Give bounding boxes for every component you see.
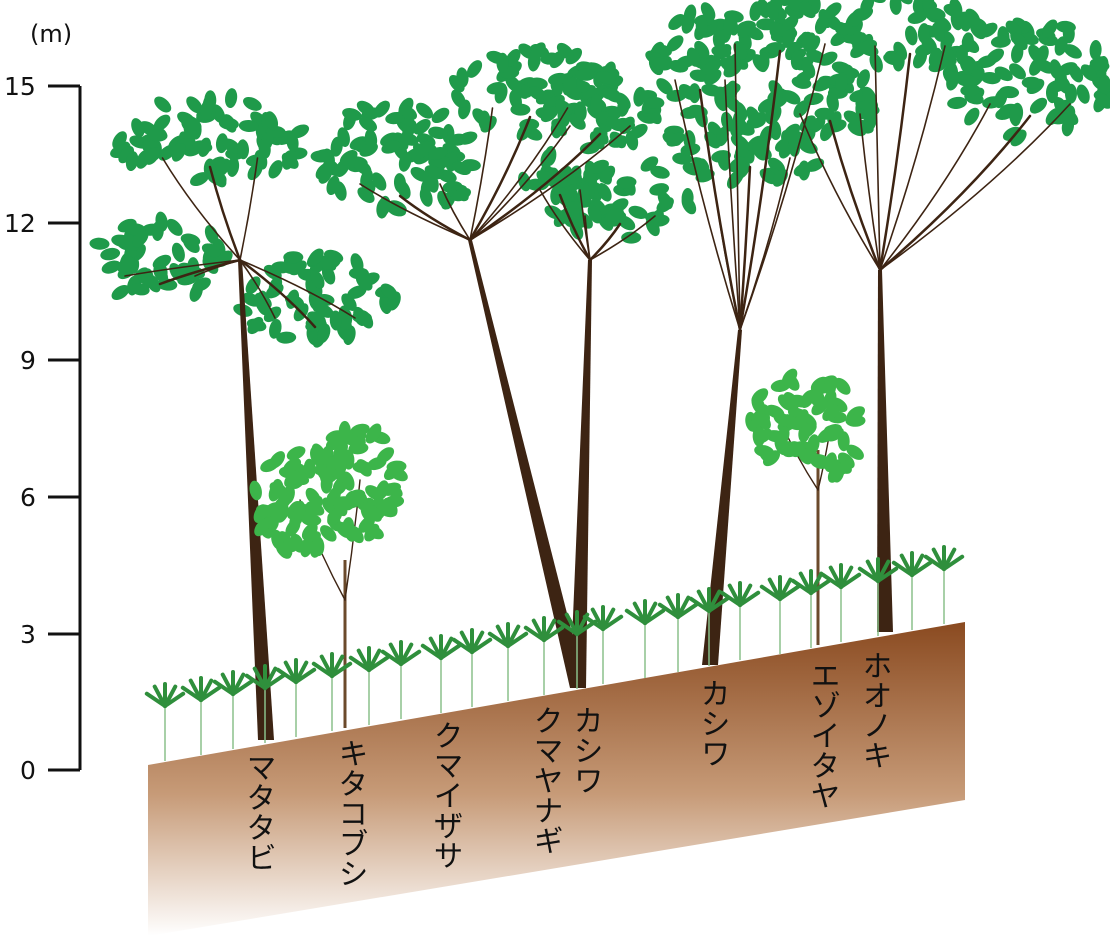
bamboo-grass: [627, 601, 663, 678]
canopy-cluster: [310, 95, 481, 219]
bamboo-grass: [823, 565, 859, 642]
leaf: [151, 93, 174, 115]
branch: [880, 104, 990, 270]
canopy-cluster: [108, 87, 311, 190]
tick-label-15: 15: [4, 72, 36, 101]
canopy-cluster: [765, 57, 881, 143]
bamboo-grass: [147, 684, 183, 761]
tick-label-12: 12: [4, 209, 36, 238]
tree-hoonoki: [800, 46, 1070, 632]
label-ezoitaya: エゾイタヤ: [805, 660, 840, 810]
bamboo-grass: [278, 660, 314, 737]
bamboo-grass: [454, 630, 490, 707]
height-axis: (m) 15 12 9 6 3 0: [4, 20, 80, 785]
label-kashiwa-2: カシワ: [695, 678, 730, 768]
bamboo-grass: [660, 595, 696, 672]
label-kumaizasa: クマイザサ: [428, 720, 463, 870]
tick-label-6: 6: [20, 483, 36, 512]
leaf: [576, 69, 596, 81]
tick-label-9: 9: [20, 346, 36, 375]
leaf: [478, 111, 490, 131]
bamboo-grass: [722, 583, 758, 660]
bamboo-grass: [526, 618, 562, 695]
bamboo-grass: [691, 589, 727, 666]
leaf: [241, 94, 264, 114]
bamboo-grass: [793, 571, 829, 648]
leaf: [889, 0, 902, 15]
leaf: [903, 24, 919, 46]
bamboo-grass: [351, 648, 387, 725]
bamboo-grass: [183, 678, 219, 755]
leaf: [272, 479, 284, 499]
axis-unit: (m): [30, 20, 72, 48]
bamboo-grass: [423, 636, 459, 713]
label-kumayanagi: クマヤナギ: [528, 705, 563, 855]
canopy-cluster: [446, 40, 608, 144]
leaf: [946, 96, 967, 110]
bamboo-grass: [926, 547, 962, 624]
tick-label-3: 3: [20, 620, 36, 649]
leaf: [644, 97, 664, 109]
bamboo-grass: [247, 666, 283, 743]
branch: [880, 46, 945, 270]
leaf: [1027, 95, 1050, 117]
bamboo-grass: [215, 672, 251, 749]
bamboo-grass: [490, 624, 526, 701]
leaf: [89, 237, 110, 250]
canopy-cluster: [660, 93, 828, 191]
bamboo-grass: [383, 642, 419, 719]
tick-label-0: 0: [20, 756, 36, 785]
branch: [400, 196, 470, 240]
trunk: [702, 330, 742, 665]
branch: [740, 51, 780, 330]
bamboo-grass: [894, 553, 930, 630]
shrub-cluster: [792, 372, 867, 485]
leaf: [224, 87, 239, 108]
canopy-cluster: [89, 211, 236, 304]
bamboo-grass: [762, 577, 798, 654]
label-hoonoki: ホオノキ: [857, 650, 892, 770]
canopy-cluster: [231, 246, 403, 350]
label-kashiwa-1: カシワ: [568, 705, 603, 795]
canopy-cluster: [940, 14, 1110, 149]
bamboo-grass: [585, 607, 621, 684]
label-kitakobushi: キタコブシ: [333, 738, 368, 888]
leaf: [283, 251, 303, 263]
label-matatabi: マタタビ: [241, 752, 276, 872]
